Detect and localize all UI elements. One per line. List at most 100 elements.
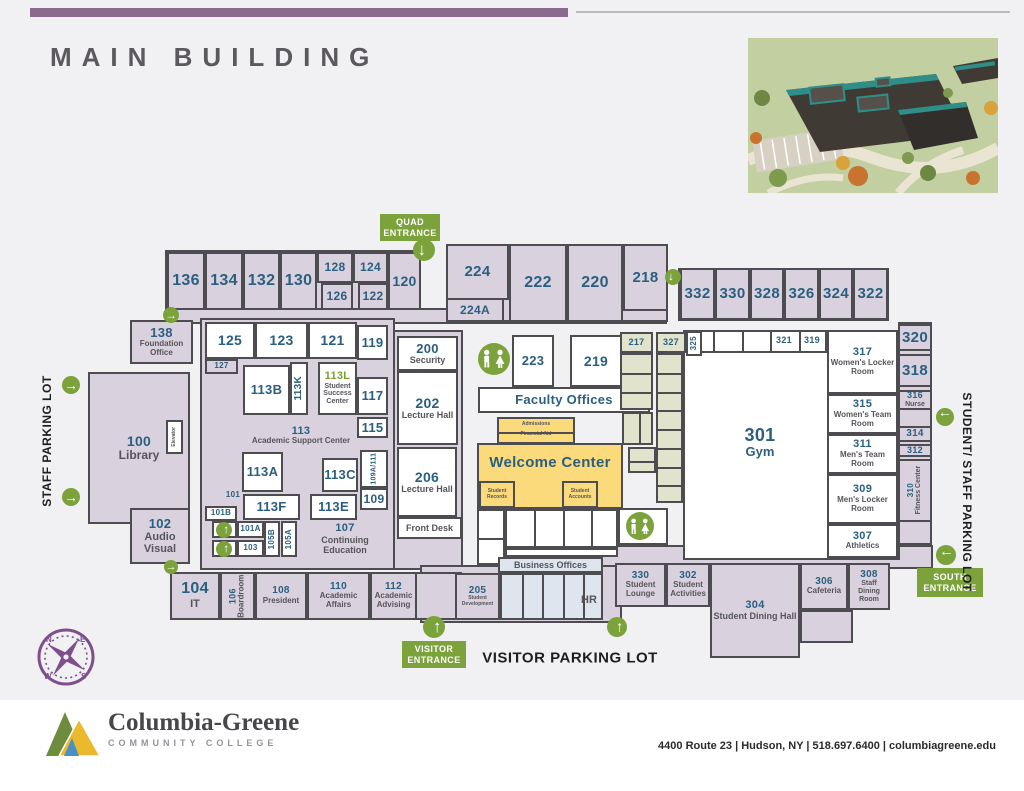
- cell-divider: [770, 332, 773, 351]
- room-number: 132: [247, 271, 276, 289]
- entrance-arrow-down-icon: →: [413, 239, 435, 261]
- arrow-glyph: →: [64, 377, 78, 393]
- room-number: 302: [679, 569, 697, 581]
- room-label: 121: [320, 333, 344, 348]
- room-number: 330: [631, 569, 650, 581]
- room-label: 223: [522, 354, 545, 368]
- room-332: 332: [680, 268, 715, 320]
- room-number: 125: [217, 332, 243, 349]
- room-222: 222: [509, 244, 567, 322]
- cell-divider: [658, 410, 681, 413]
- entrance-arrow-up-icon: →: [423, 616, 445, 638]
- room-name: Academic Support Center: [251, 436, 351, 446]
- svg-text:E: E: [80, 635, 86, 644]
- svg-text:N: N: [46, 635, 52, 644]
- room-label: 324: [823, 286, 849, 302]
- room-number: 307: [852, 529, 873, 542]
- room-label: 119: [362, 336, 384, 350]
- room-label: 134: [210, 272, 238, 290]
- arrow-glyph: →: [414, 241, 434, 259]
- room-number: 138: [150, 325, 173, 341]
- room-label: 101: [225, 489, 241, 499]
- room-label: 109A/111: [370, 453, 377, 485]
- room-label: 330: [720, 286, 746, 302]
- room-325: 325: [686, 331, 702, 356]
- room-number: 322: [857, 285, 884, 303]
- room-label: 132: [247, 271, 276, 290]
- room-label: 101A: [240, 524, 261, 534]
- room-324: 324: [819, 268, 853, 320]
- corridor-cells-b: [505, 509, 618, 548]
- room-123: 123: [255, 322, 308, 359]
- room-annex: [800, 610, 853, 643]
- room-number: 224: [464, 263, 491, 281]
- room-name: Financial Aid: [520, 431, 552, 438]
- label-hr: HR: [575, 590, 603, 610]
- room-label: 314: [906, 428, 924, 440]
- cell-divider: [590, 511, 593, 546]
- room-number: 101A: [240, 524, 261, 534]
- room-218: 218: [623, 244, 668, 311]
- room-127: 127: [205, 359, 238, 374]
- room-number: 326: [788, 285, 815, 303]
- room-label: 332: [685, 286, 711, 302]
- room-119: 119: [357, 325, 388, 360]
- room-label: 120: [392, 273, 416, 289]
- room-number: 101: [225, 489, 241, 499]
- room-number: 107: [335, 522, 355, 535]
- room-113e: 113E: [310, 494, 357, 520]
- entrance-arrow-up-icon: →: [607, 617, 627, 637]
- room-number: 327: [663, 336, 679, 347]
- room-number: 121: [320, 332, 345, 349]
- room-220: 220: [567, 244, 623, 322]
- entrance-arrow-up-icon: →: [216, 541, 232, 557]
- header-thin-line: [576, 11, 1010, 13]
- cell-divider: [542, 575, 545, 618]
- logo-text: Columbia-Greene COMMUNITY COLLEGE: [108, 710, 299, 748]
- room-number: 136: [172, 271, 200, 289]
- room-130: 130: [280, 252, 317, 310]
- corridor-cells-a: [477, 509, 505, 565]
- room-name: Lecture Hall: [401, 410, 454, 421]
- room-name: Academic Advising: [374, 591, 413, 610]
- room-label: 103: [243, 543, 258, 553]
- room-224a: 224A: [446, 298, 504, 322]
- room-128: 128: [317, 252, 353, 283]
- room-132: 132: [243, 252, 280, 310]
- room-name: Academic Affairs: [319, 591, 358, 610]
- entrance-arrow-up-icon: →: [216, 522, 232, 538]
- room-number: 113C: [324, 467, 356, 483]
- room-name: Student Records: [486, 487, 507, 500]
- room-113a: 113A: [242, 452, 283, 492]
- room-number: 115: [361, 419, 384, 435]
- room-label: 113C: [324, 468, 356, 482]
- room-number: 103: [243, 543, 258, 553]
- arrow-glyph: →: [666, 271, 680, 283]
- arrow-glyph: →: [217, 524, 231, 536]
- room-number: 113B: [250, 382, 283, 398]
- room-label: 101B: [211, 508, 231, 517]
- room-label: 328: [754, 286, 780, 302]
- room-name: Foundation Office: [139, 338, 184, 357]
- room-label: 113B: [251, 383, 283, 397]
- room-number: 109A/111: [370, 453, 378, 485]
- cell-divider: [712, 332, 715, 351]
